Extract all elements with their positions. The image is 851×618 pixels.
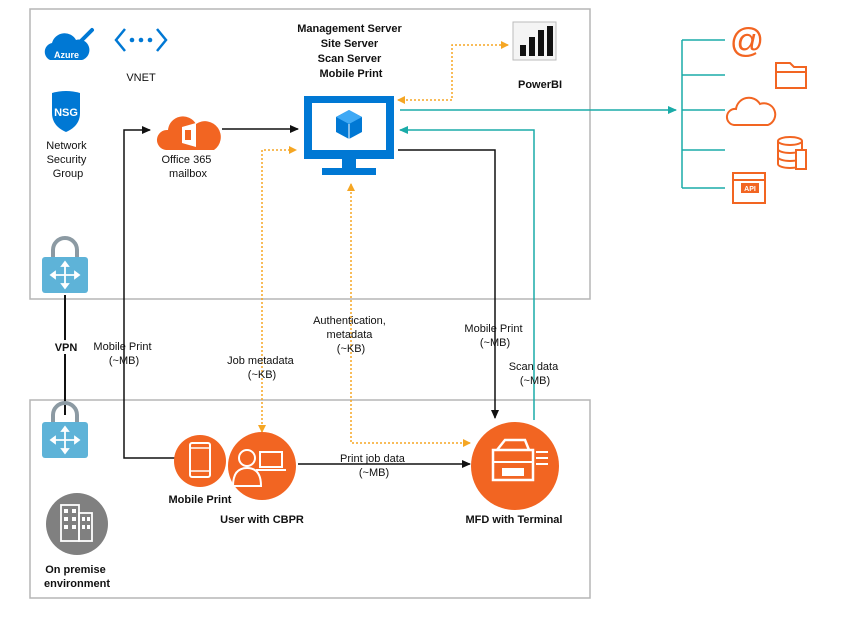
job-metadata-dotted: [258, 146, 297, 433]
scan-data-arrow: [399, 126, 535, 420]
user-laptop-icon: [228, 432, 296, 500]
user-cbpr-label: User with CBPR: [220, 514, 304, 526]
scan-data-label: Scan data (~MB): [509, 361, 562, 387]
mfd-label: MFD with Terminal: [466, 514, 563, 526]
nsg-icon: NSG: [52, 91, 80, 132]
mobile-print-right-label: Mobile Print (~MB): [464, 323, 525, 349]
onprem-region: [29, 399, 591, 599]
cloud-storage-icon: [725, 96, 777, 126]
email-at-icon: @: [730, 22, 765, 60]
building-icon: [46, 493, 108, 555]
azure-label: Azure: [54, 50, 79, 60]
server-label: Management Server Site Server Scan Serve…: [297, 23, 405, 80]
onprem-vpn-lock-icon: [42, 401, 88, 458]
job-metadata-label: Job metadata (~KB): [227, 355, 297, 381]
database-icon: [777, 136, 807, 170]
vnet-label: VNET: [126, 72, 156, 84]
api-label: API: [744, 186, 756, 193]
api-icon: API: [732, 172, 766, 204]
azure-icon: Azure: [44, 28, 94, 60]
server-monitor-icon: [304, 96, 394, 175]
server-to-mfd-arrow: [398, 149, 499, 419]
mfd-printer-icon: [471, 422, 559, 510]
cloud-region: [29, 8, 591, 300]
vpn-label-bg: [52, 340, 80, 354]
cloud-vpn-lock-icon: [42, 236, 88, 293]
mobile-print-to-office-arrow: [123, 126, 178, 459]
server-powerbi-dotted: [397, 41, 509, 104]
vpn-label: VPN: [55, 342, 78, 354]
mobile-phone-icon: [174, 435, 226, 487]
folder-icon: [775, 62, 807, 89]
auth-metadata-dotted: [347, 183, 471, 447]
print-job-label: Print job data (~MB): [340, 453, 408, 479]
office365-cloud-icon: [156, 116, 221, 150]
vnet-icon: [114, 28, 168, 52]
nsg-label: Network Security Group: [46, 140, 89, 180]
onprem-env-label: On premise environment: [44, 564, 110, 590]
office365-label: Office 365 mailbox: [161, 154, 214, 180]
mobile-print-label: Mobile Print: [169, 494, 232, 506]
nsg-badge: NSG: [54, 107, 78, 119]
auth-metadata-label: Authentication, metadata (~KB): [313, 315, 389, 355]
powerbi-label: PowerBI: [518, 79, 562, 91]
mobile-print-left-label: Mobile Print (~MB): [93, 341, 154, 367]
powerbi-icon: [512, 21, 557, 61]
integrations-bracket: [681, 39, 725, 189]
